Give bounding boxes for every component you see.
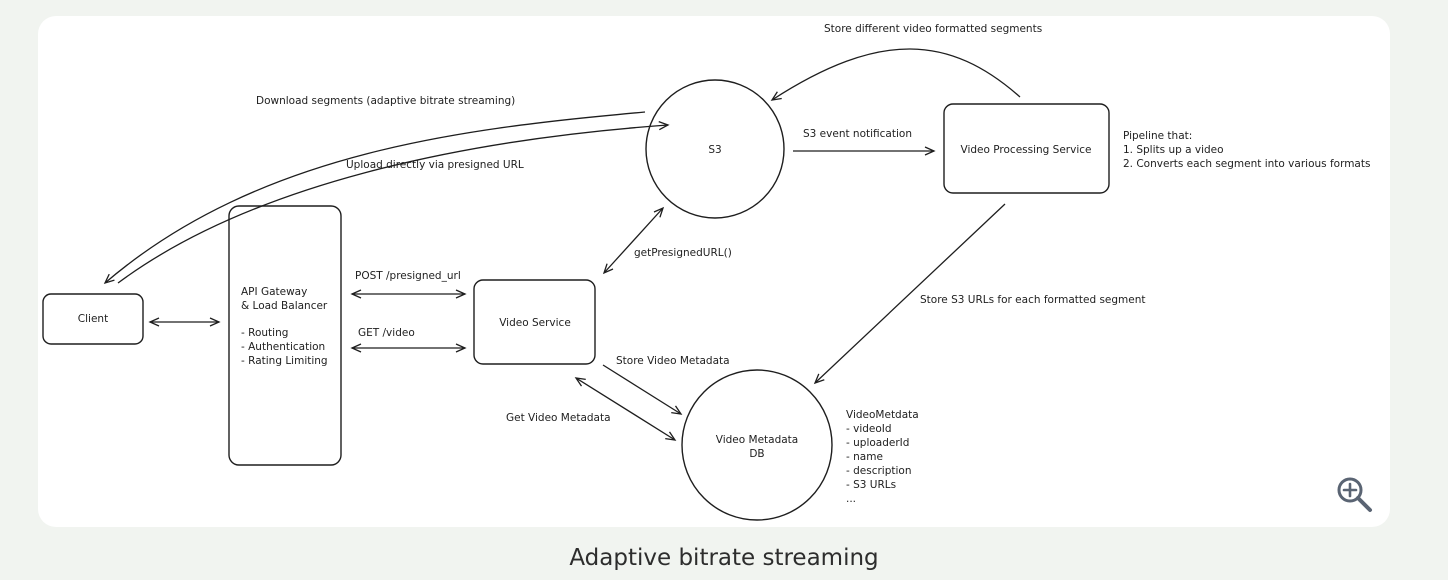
label-download-segments: Download segments (adaptive bitrate stre… [256, 95, 515, 107]
video-metadata-db-label-line2: DB [749, 448, 764, 460]
api-gateway-item-routing: - Routing [241, 327, 288, 339]
api-gateway-label-line1: API Gateway [241, 286, 307, 298]
label-upload-direct: Upload directly via presigned URL [346, 159, 524, 171]
label-store-metadata: Store Video Metadata [616, 355, 730, 367]
zoom-in-icon[interactable] [1334, 474, 1376, 516]
label-get-metadata: Get Video Metadata [506, 412, 611, 424]
label-store-s3-urls: Store S3 URLs for each formatted segment [920, 294, 1146, 306]
metadata-field-ellipsis: ... [846, 493, 856, 505]
metadata-field-name: - name [846, 451, 883, 463]
arrow-store-metadata [602, 364, 683, 415]
label-s3-event: S3 event notification [803, 128, 912, 140]
metadata-field-uploaderid: - uploaderId [846, 437, 909, 449]
label-store-formatted-segments: Store different video formatted segments [824, 23, 1042, 35]
pipeline-note-item-1: 1. Splits up a video [1123, 144, 1224, 156]
arrow-get-presigned [602, 206, 665, 275]
arrow-download-segments [103, 111, 646, 285]
api-gateway-item-auth: - Authentication [241, 341, 325, 353]
arrow-upload-direct [117, 121, 670, 284]
video-service-node [473, 279, 596, 365]
metadata-note-title: VideoMetdata [846, 409, 919, 421]
pipeline-note-item-2: 2. Converts each segment into various fo… [1123, 158, 1370, 170]
label-get-presigned: getPresignedURL() [634, 247, 732, 259]
video-processing-service-label: Video Processing Service [961, 144, 1092, 156]
pipeline-note-title: Pipeline that: [1123, 130, 1192, 142]
client-node [42, 293, 144, 345]
arrow-get-metadata [574, 377, 677, 441]
api-gateway-label-line2: & Load Balancer [241, 300, 328, 312]
metadata-field-s3-urls: - S3 URLs [846, 479, 896, 491]
diagram-card [38, 16, 1390, 527]
metadata-field-videoid: - videoId [846, 423, 892, 435]
figure-caption: Adaptive bitrate streaming [569, 545, 879, 571]
s3-label: S3 [708, 144, 721, 156]
client-label: Client [78, 313, 108, 325]
arrow-store-formatted-segments [770, 48, 1021, 101]
arrow-store-s3-urls [813, 203, 1006, 385]
metadata-field-description: - description [846, 465, 912, 477]
s3-node [645, 79, 785, 219]
label-get-video: GET /video [358, 327, 415, 339]
api-gateway-item-ratelimit: - Rating Limiting [241, 355, 328, 367]
video-metadata-db-label-line1: Video Metadata [716, 434, 798, 446]
video-processing-service-node [943, 103, 1110, 194]
video-service-label: Video Service [499, 317, 571, 329]
video-metadata-db-node [681, 369, 833, 521]
api-gateway-node [228, 205, 342, 466]
label-post-presigned: POST /presigned_url [355, 270, 461, 282]
